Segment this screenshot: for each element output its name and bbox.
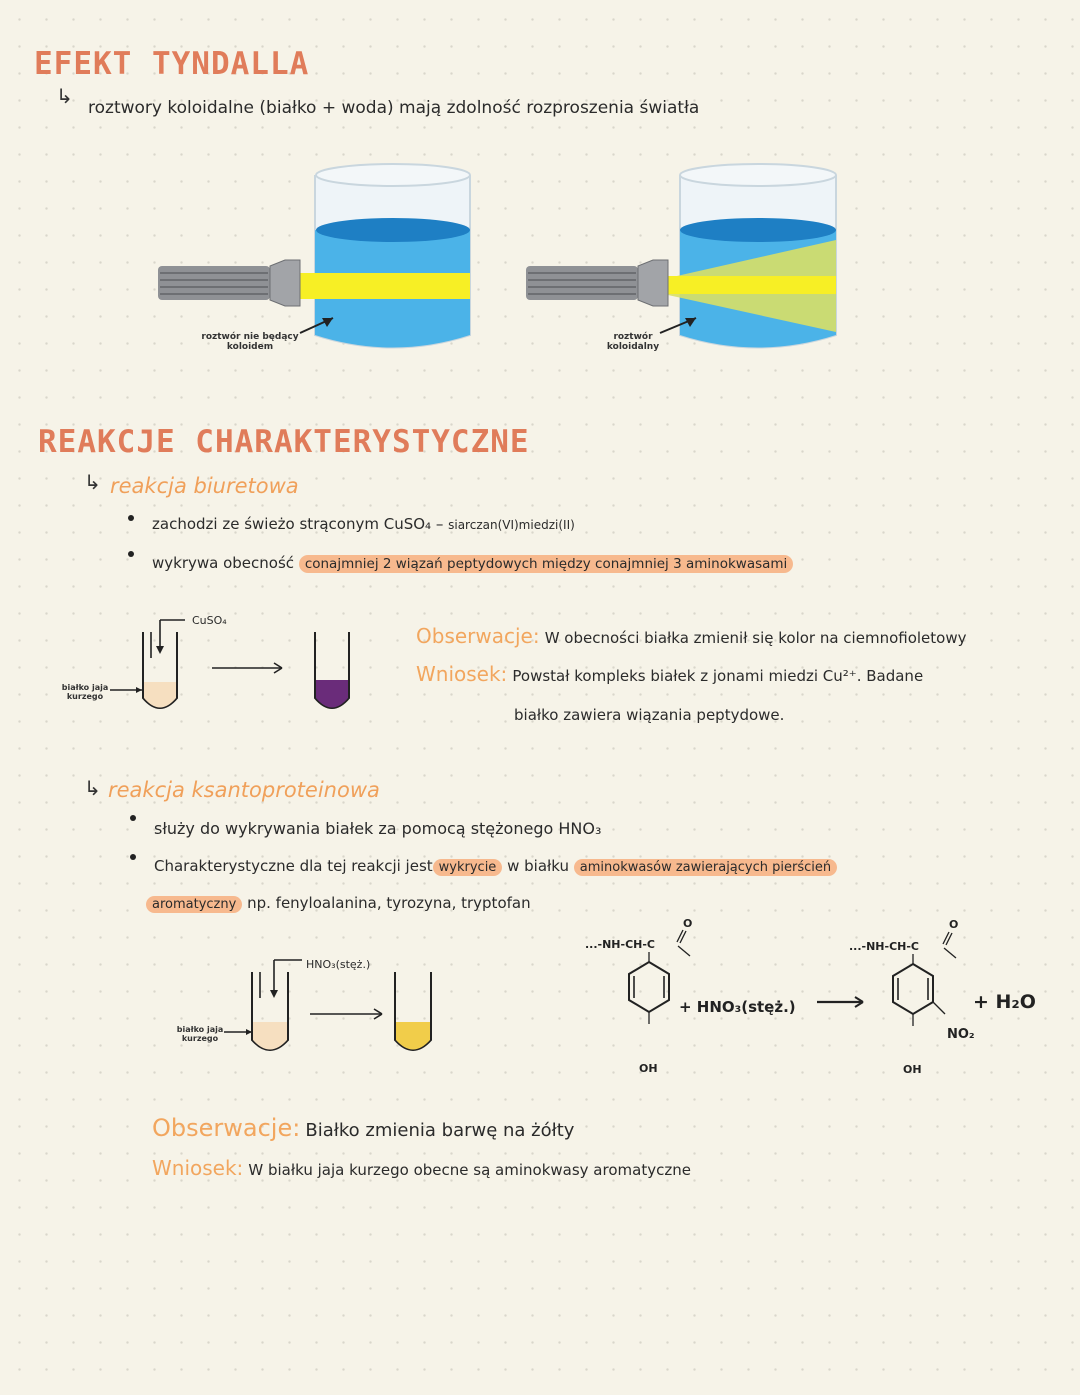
svg-text:OH: OH	[639, 1062, 658, 1075]
biuret-reagent-label: CuSO₄	[192, 614, 227, 627]
tyndall-diagram-left	[158, 163, 471, 349]
svg-text:O: O	[949, 918, 958, 931]
svg-text:NO₂: NO₂	[947, 1027, 975, 1042]
biuret-point-1: zachodzi ze świeżo strąconym CuSO₄ – sia…	[152, 515, 575, 533]
section-title-reactions: REAKCJE CHARAKTERYSTYCZNE	[38, 424, 530, 460]
xantho-observation: Obserwacje: Białko zmienia barwę na żółt…	[152, 1114, 575, 1142]
tyndall-subtitle: roztwory koloidalne (białko + woda) mają…	[88, 98, 700, 118]
heading-biuret: reakcja biuretowa	[110, 474, 299, 498]
label-non-colloid: roztwór nie będący koloidem	[201, 332, 299, 352]
biuret-tubes-diagram	[110, 619, 350, 709]
highlight-peptide: conajmniej 2 wiązań peptydowych między c…	[298, 555, 794, 573]
xantho-tubes-diagram	[224, 959, 432, 1051]
sub-arrow-icon: ↳	[84, 470, 101, 494]
svg-text:O: O	[683, 917, 692, 930]
biuret-conclusion: Wniosek: Powstał kompleks białek z jonam…	[416, 662, 924, 686]
heading-xantho: reakcja ksantoproteinowa	[108, 778, 380, 802]
section-title-tyndall: EFEKT TYNDALLA	[34, 46, 310, 82]
xantho-reagent-label: HNO₃(stęż.)	[306, 958, 371, 971]
chain-left: ...-NH-CH-C	[585, 938, 655, 951]
svg-text:OH: OH	[903, 1063, 922, 1076]
biuret-conclusion-cont: białko zawiera wiązania peptydowe.	[514, 706, 785, 724]
bullet-icon	[130, 854, 136, 860]
sub-arrow-icon: ↳	[56, 84, 73, 108]
biuret-observation: Obserwacje: W obecności białka zmienił s…	[416, 624, 967, 648]
bullet-icon	[128, 551, 134, 557]
plus-water: + H₂O	[973, 991, 1036, 1013]
chain-right: ...-NH-CH-C	[849, 940, 919, 953]
xantho-sample-label: białko jaja kurzego	[176, 1025, 224, 1043]
biuret-point-2: wykrywa obecność conajmniej 2 wiązań pep…	[152, 554, 794, 573]
xantho-conclusion: Wniosek: W białku jaja kurzego obecne są…	[152, 1156, 691, 1180]
bullet-icon	[130, 815, 136, 821]
xantho-equation: ...-NH-CH-C O OH + HNO₃(stęż.) ...-NH-CH…	[585, 917, 1036, 1076]
sub-arrow-icon: ↳	[84, 776, 101, 800]
bullet-icon	[128, 515, 134, 521]
tyndall-diagram-right	[526, 163, 837, 349]
label-colloid: roztwór koloidalny	[606, 332, 660, 352]
plus-hno3: + HNO₃(stęż.)	[679, 998, 796, 1016]
xantho-point-1: służy do wykrywania białek za pomocą stę…	[154, 819, 602, 838]
xantho-point-2-cont: aromatyczny np. fenyloalanina, tyrozyna,…	[146, 894, 531, 913]
biuret-sample-label: białko jaja kurzego	[61, 683, 109, 701]
